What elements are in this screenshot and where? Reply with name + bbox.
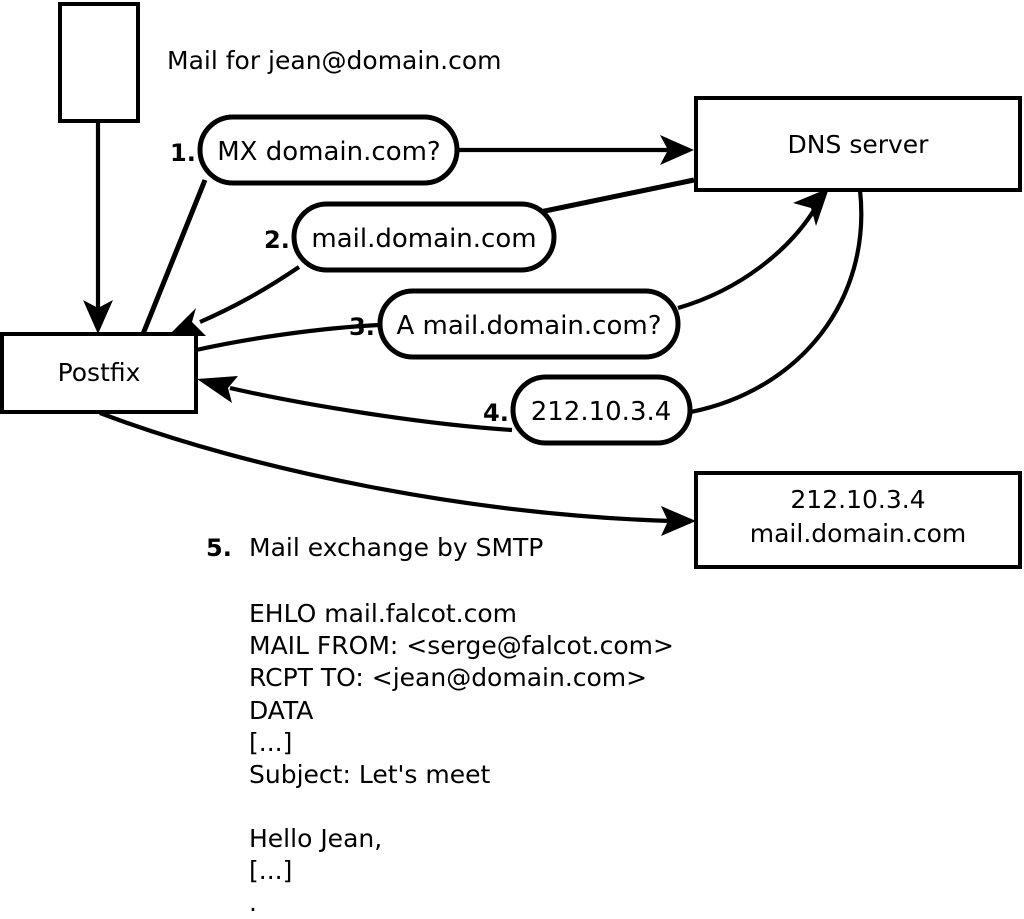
- sender-client-box: [58, 2, 140, 123]
- edge-dns-to-step2: [539, 177, 695, 215]
- mail-for-caption: Mail for jean@domain.com: [167, 46, 502, 75]
- step-2-number: 2.: [264, 226, 290, 254]
- step-3-number: 3.: [349, 313, 375, 341]
- step-3-bubble: A mail.domain.com?: [377, 288, 681, 360]
- smtp-line-2: RCPT TO: <jean@domain.com>: [249, 663, 647, 692]
- dns-server-box: [694, 96, 1022, 192]
- step-1-number: 1.: [170, 139, 196, 167]
- smtp-line-4: [...]: [249, 728, 292, 757]
- step-1-text: MX domain.com?: [217, 137, 440, 167]
- step-5-number: 5.: [206, 534, 232, 562]
- dns-server-label: DNS server: [788, 130, 930, 159]
- edge-sender-to-postfix: [83, 122, 113, 334]
- mail-server-ip: 212.10.3.4: [790, 485, 925, 514]
- step-5-label: Mail exchange by SMTP: [249, 533, 543, 562]
- smtp-transcript: EHLO mail.falcot.com MAIL FROM: <serge@f…: [249, 599, 674, 917]
- step-4-bubble: 212.10.3.4: [510, 374, 693, 446]
- postfix-label: Postfix: [58, 358, 141, 387]
- step-2-text: mail.domain.com: [311, 224, 536, 254]
- step-4-number: 4.: [483, 399, 509, 427]
- step-4-text: 212.10.3.4: [531, 397, 672, 427]
- step-3-text: A mail.domain.com?: [397, 311, 662, 341]
- smtp-line-1: MAIL FROM: <serge@falcot.com>: [249, 631, 674, 660]
- edge-step2-to-postfix: [168, 265, 301, 336]
- smtp-line-5: Subject: Let's meet: [249, 760, 490, 789]
- edge-postfix-to-mailserver: [99, 411, 696, 536]
- smtp-line-9: .: [249, 888, 257, 917]
- edge-postfix-to-step1: [140, 179, 208, 335]
- mail-server-box: [694, 471, 1022, 569]
- postfix-box: [0, 332, 198, 414]
- smtp-line-3: DATA: [249, 696, 313, 725]
- smtp-line-0: EHLO mail.falcot.com: [249, 599, 517, 628]
- smtp-line-8: [...]: [249, 856, 292, 885]
- edge-step4-to-postfix: [197, 376, 513, 433]
- mail-server-hostname: mail.domain.com: [750, 519, 966, 548]
- step-2-bubble: mail.domain.com: [291, 201, 557, 273]
- step-1-bubble: MX domain.com?: [197, 114, 460, 186]
- edge-step3-to-dns: [677, 188, 829, 311]
- edge-step1-to-dns: [458, 135, 694, 165]
- edge-postfix-to-step3: [195, 322, 380, 353]
- smtp-line-7: Hello Jean,: [249, 824, 382, 853]
- edge-dns-to-step4: [690, 189, 864, 415]
